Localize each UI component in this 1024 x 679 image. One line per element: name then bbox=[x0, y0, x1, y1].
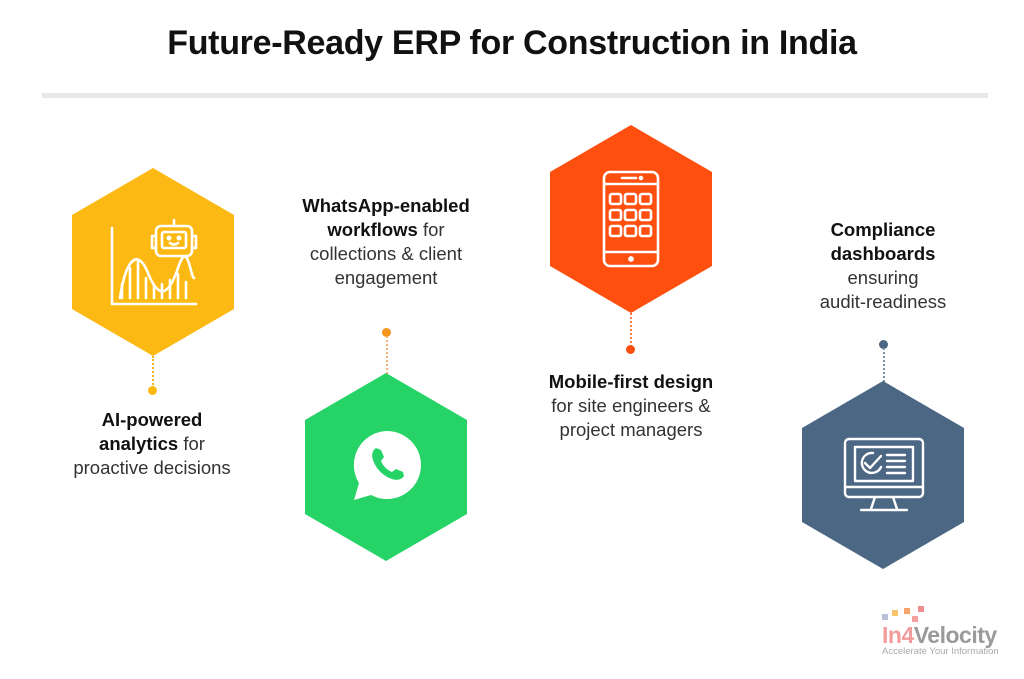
label-bold: analytics bbox=[99, 433, 179, 454]
logo-tagline: Accelerate Your Information bbox=[882, 646, 999, 657]
label-bold: Compliance bbox=[830, 219, 936, 240]
logo-square bbox=[882, 614, 888, 620]
label-compliance-dashboards: Compliance dashboards ensuring audit-rea… bbox=[819, 219, 947, 312]
connector-dot-compliance bbox=[879, 340, 888, 349]
connector-dot-mobile-first bbox=[626, 345, 635, 354]
label-bold: dashboards bbox=[830, 243, 936, 264]
in4velocity-logo: In4Velocity Accelerate Your Information bbox=[868, 606, 999, 662]
connector-mobile-first bbox=[630, 313, 632, 347]
robot-chart-icon bbox=[108, 218, 200, 313]
smartphone-apps-icon bbox=[602, 170, 660, 273]
hexagon-ai-analytics bbox=[72, 168, 234, 356]
connector-ai-analytics bbox=[152, 356, 154, 388]
connector-dot-whatsapp bbox=[382, 328, 391, 337]
label-bold: Mobile-first design bbox=[548, 371, 714, 392]
label-bold: AI-powered bbox=[101, 409, 203, 430]
label-whatsapp-workflows: WhatsApp-enabled workflows for collectio… bbox=[302, 195, 470, 288]
page-title: Future-Ready ERP for Construction in Ind… bbox=[167, 24, 857, 62]
logo-name: In4Velocity bbox=[882, 622, 997, 648]
monitor-checklist-icon bbox=[843, 437, 925, 520]
whatsapp-icon bbox=[350, 428, 424, 507]
logo-square bbox=[912, 616, 918, 622]
label-bold: WhatsApp-enabled bbox=[302, 195, 470, 216]
connector-whatsapp bbox=[386, 336, 388, 374]
logo-square bbox=[918, 606, 924, 612]
label-ai-analytics: AI-powered analytics for proactive decis… bbox=[73, 409, 231, 478]
logo-square bbox=[904, 608, 910, 614]
connector-dot-ai-analytics bbox=[148, 386, 157, 395]
title-divider bbox=[42, 93, 988, 98]
connector-compliance bbox=[883, 348, 885, 382]
logo-square bbox=[892, 610, 898, 616]
label-bold: workflows bbox=[327, 219, 418, 240]
hexagon-compliance-dashboards bbox=[802, 381, 964, 569]
label-mobile-first: Mobile-first design for site engineers &… bbox=[548, 371, 714, 440]
